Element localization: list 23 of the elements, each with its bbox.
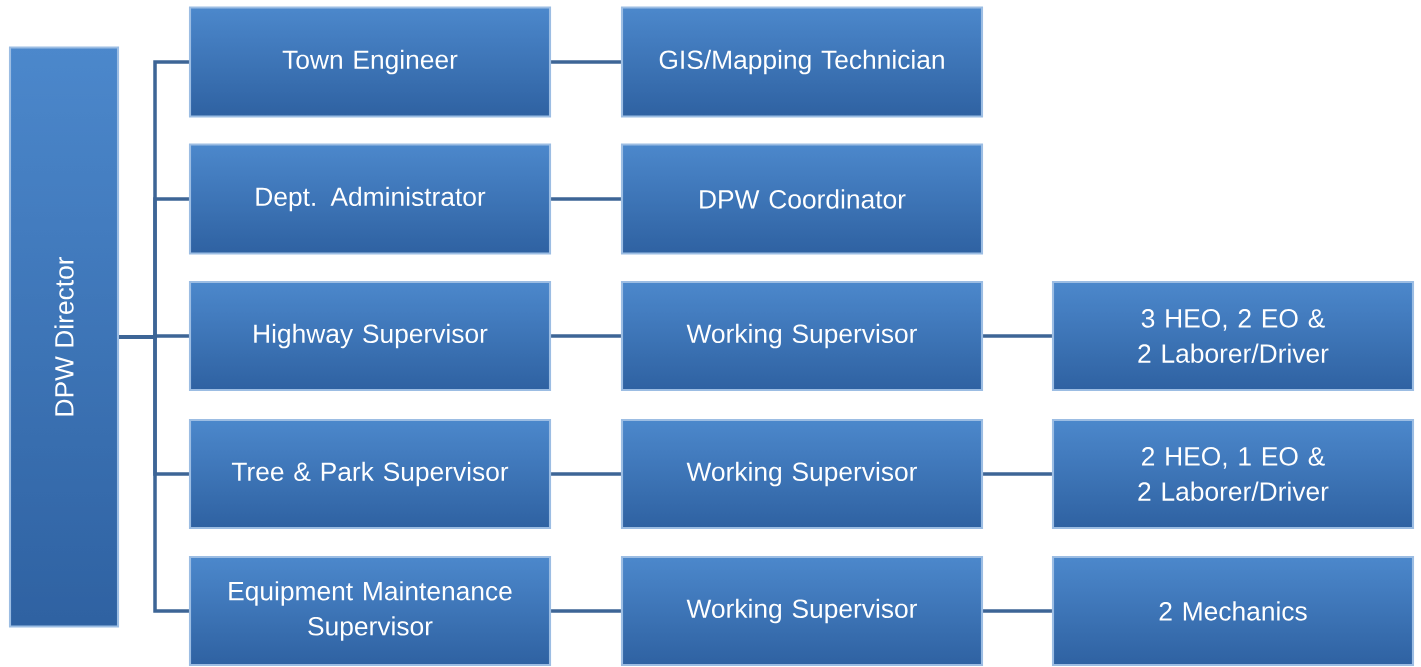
position-box: Dept. Administrator (188, 143, 552, 255)
position-box: Highway Supervisor (188, 280, 552, 392)
connector-line (983, 472, 1052, 476)
position-box: Working Supervisor (620, 418, 984, 530)
director-box: DPW Director (8, 46, 120, 628)
position-box: 2 Mechanics (1051, 555, 1415, 667)
position-box: Town Engineer (188, 6, 552, 118)
connector-line (551, 334, 621, 338)
position-box: 3 HEO, 2 EO & 2 Laborer/Driver (1051, 280, 1415, 392)
position-box: Working Supervisor (620, 555, 984, 667)
connector-line (983, 609, 1052, 613)
position-box: Equipment Maintenance Supervisor (188, 555, 552, 667)
position-box: 2 HEO, 1 EO & 2 Laborer/Driver (1051, 418, 1415, 530)
connector-line (551, 197, 621, 201)
connector-line (551, 472, 621, 476)
position-box: GIS/Mapping Technician (620, 6, 984, 118)
connector-line (551, 609, 621, 613)
position-box: Tree & Park Supervisor (188, 418, 552, 530)
connector-line (551, 60, 621, 64)
connector-line (119, 335, 189, 613)
position-box: DPW Coordinator (620, 143, 984, 255)
connector-line (983, 334, 1052, 338)
position-box: Working Supervisor (620, 280, 984, 392)
